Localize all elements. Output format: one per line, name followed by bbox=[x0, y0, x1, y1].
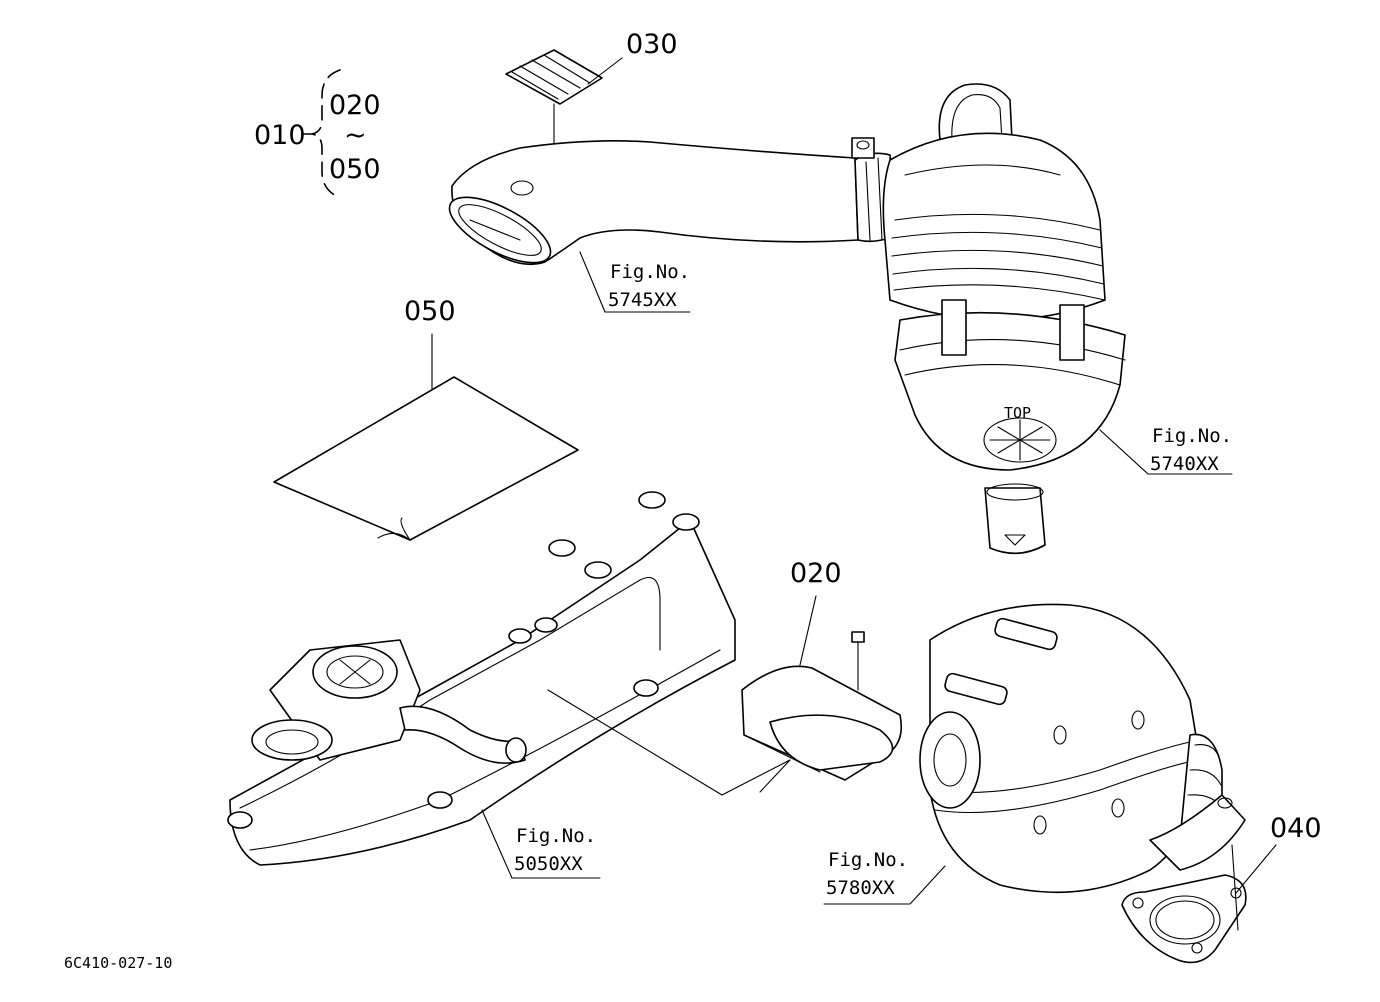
svg-text:Fig.No.: Fig.No. bbox=[610, 261, 690, 283]
figref-5745: Fig.No. 5745XX bbox=[579, 251, 691, 313]
callout-050: 050 bbox=[404, 296, 456, 327]
top-marking: TOP bbox=[1004, 404, 1031, 422]
part-040-gasket: 040 bbox=[1121, 813, 1322, 964]
callout-020: 020 bbox=[790, 558, 842, 589]
kit-bracket-010: 010 020 ~ 050 bbox=[254, 69, 381, 199]
intake-hose bbox=[448, 137, 896, 266]
part-030-label-decal: 030 bbox=[505, 29, 678, 166]
drawing-code: 6C410-027-10 bbox=[64, 954, 172, 972]
svg-text:5050XX: 5050XX bbox=[514, 853, 583, 875]
air-cleaner-assembly: TOP bbox=[882, 83, 1126, 555]
callout-040: 040 bbox=[1270, 813, 1322, 844]
callout-020-range: 020 bbox=[329, 90, 381, 121]
range-tilde: ~ bbox=[344, 120, 367, 151]
muffler bbox=[919, 603, 1246, 894]
part-020-heat-shield: 020 bbox=[741, 558, 903, 793]
figref-5740: Fig.No. 5740XX bbox=[1099, 425, 1233, 475]
svg-text:5740XX: 5740XX bbox=[1150, 453, 1219, 475]
part-050-sheet: 050 bbox=[273, 296, 579, 541]
head-cover bbox=[227, 491, 791, 866]
svg-text:5745XX: 5745XX bbox=[608, 289, 677, 311]
svg-text:Fig.No.: Fig.No. bbox=[1152, 425, 1232, 447]
svg-text:Fig.No.: Fig.No. bbox=[516, 825, 596, 847]
figref-5780: Fig.No. 5780XX bbox=[823, 849, 946, 905]
figref-5050: Fig.No. 5050XX bbox=[481, 809, 601, 879]
svg-text:Fig.No.: Fig.No. bbox=[828, 849, 908, 871]
svg-text:5780XX: 5780XX bbox=[826, 877, 895, 899]
callout-050-range: 050 bbox=[329, 154, 381, 185]
callout-030: 030 bbox=[626, 29, 678, 60]
callout-010: 010 bbox=[254, 120, 306, 151]
